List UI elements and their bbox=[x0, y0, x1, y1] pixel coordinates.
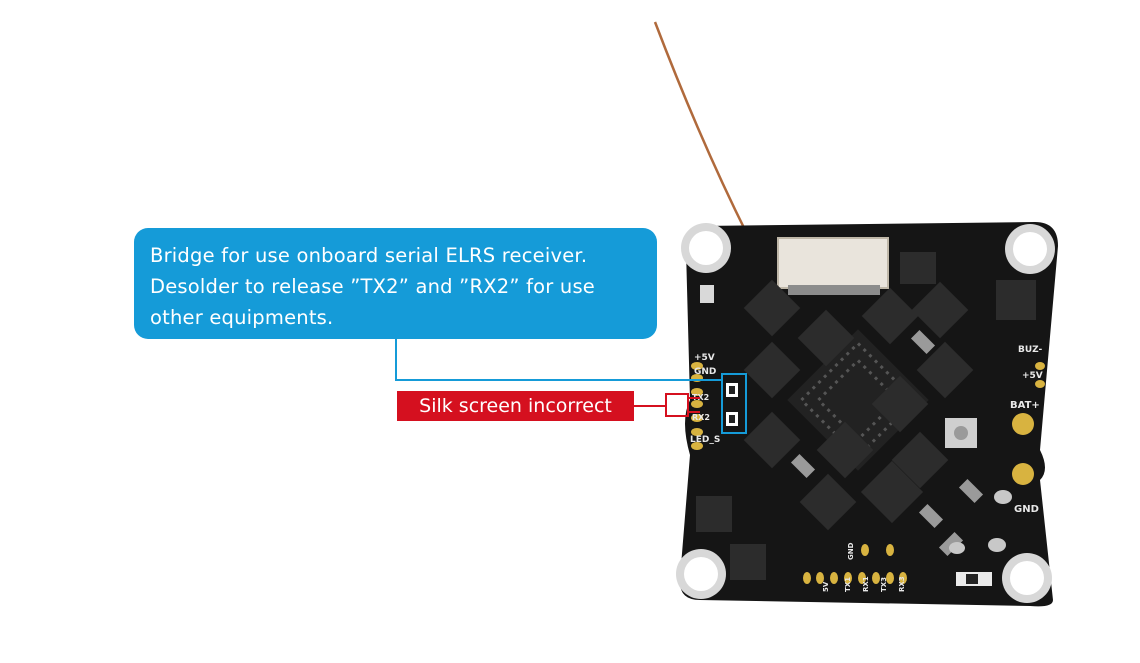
label-tx2: TX2 bbox=[692, 393, 709, 402]
label-bottom-rx1: RX1 bbox=[862, 576, 870, 592]
label-bottom-tx1: TX1 bbox=[844, 577, 852, 592]
mount-hole-tr bbox=[1005, 224, 1055, 274]
solder-pads bbox=[691, 362, 1045, 584]
mount-hole-bl bbox=[676, 549, 726, 599]
bridge-highlight-box bbox=[721, 373, 747, 434]
mcu-chip bbox=[787, 329, 929, 471]
silver-pads bbox=[949, 490, 1012, 554]
bridge-callout: Bridge for use onboard serial ELRS recei… bbox=[134, 228, 657, 339]
bridge-callout-line-1: Bridge for use onboard serial ELRS recei… bbox=[150, 244, 588, 267]
label-led-s: LED_S bbox=[690, 435, 720, 445]
label-bottom-gnd: GND bbox=[847, 542, 855, 560]
silk-highlight-box bbox=[665, 393, 689, 417]
solder-bridges bbox=[726, 383, 738, 426]
bridge-callout-line-3: other equipments. bbox=[150, 306, 334, 329]
label-bottom-rx3: RX3 bbox=[898, 576, 906, 592]
label-gnd-right: GND bbox=[1014, 504, 1039, 515]
bridge-leader-line bbox=[395, 339, 722, 381]
label-bottom-5v: 5V bbox=[822, 581, 830, 592]
bridge-callout-line-2: Desolder to release ”TX2” and ”RX2” for … bbox=[150, 275, 595, 298]
mount-hole-br bbox=[1002, 553, 1052, 603]
small-components bbox=[700, 285, 992, 586]
label-bat-plus: BAT+ bbox=[1010, 400, 1040, 411]
connector bbox=[777, 237, 889, 289]
label-gnd-left: GND bbox=[694, 367, 716, 377]
label-bottom-tx3: TX3 bbox=[880, 577, 888, 592]
label-rx2: RX2 bbox=[692, 413, 710, 422]
label-buz: BUZ- bbox=[1018, 345, 1043, 355]
label-plus5v-left: +5V bbox=[694, 353, 715, 363]
antenna-wire bbox=[653, 21, 750, 237]
silk-screen-callout: Silk screen incorrect bbox=[397, 391, 634, 421]
label-plus5v-right: +5V bbox=[1022, 371, 1043, 381]
mount-hole-tl bbox=[681, 223, 731, 273]
